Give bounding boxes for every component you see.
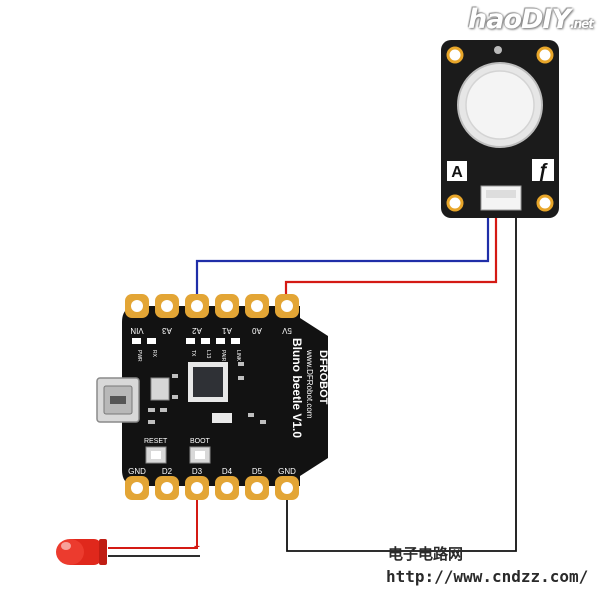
reset-label: RESET [144,438,168,445]
micro-usb-port [96,377,140,423]
wires [108,206,517,557]
pin-label-a3: A3 [162,326,172,335]
component [172,395,178,399]
site-watermark: 电子电路网 [388,545,464,563]
signal-wire [195,206,490,300]
component [238,376,244,380]
boot-label: BOOT [190,438,211,445]
top-pads [125,294,299,318]
pin-label-vin: VIN [130,326,144,335]
brand-letter: ƒ [538,161,549,182]
component [172,374,178,378]
bluno-beetle-board: VIN A3 A2 A1 A0 5V GND D2 D3 D4 D5 GND P… [96,294,329,500]
plus-sign: + [194,542,200,553]
board-title: Bluno beetle V1.0 [290,338,304,438]
led-link [231,338,240,344]
analog-badge [447,161,467,181]
led-label-pwr: PWR [136,350,142,362]
pin-label-5v: 5V [281,326,291,335]
pin-label-d4: D4 [222,467,233,476]
brand-name: DFROBOT [317,350,329,405]
brand-url: www.DFRobot.com [305,349,314,419]
pin-label-a0: A0 [252,326,262,335]
sensor-can-inner [465,70,535,140]
pin-label-a2: A2 [192,326,202,335]
led-rx [147,338,156,344]
pin-label-d5: D5 [252,467,263,476]
led-label-pair: PAIR [220,350,226,362]
boot-button [189,446,211,464]
component [148,408,155,412]
pad-d2 [155,476,179,500]
pin-label-gnd-right: GND [278,467,296,476]
led-tx [186,338,195,344]
pad-a3 [155,294,179,318]
mounting-hole [536,46,554,64]
mounting-hole [536,194,554,212]
pin-label-gnd-left: GND [128,467,146,476]
ble-module [212,413,232,423]
sensor-led [494,46,502,54]
component [148,420,155,424]
component [238,362,244,366]
mounting-hole [446,194,464,212]
bottom-pads [125,476,299,500]
pin-label-a1: A1 [222,326,232,335]
connector-slot [486,190,516,198]
pad-a2 [185,294,209,318]
led-label-link: LINK [235,350,241,362]
analog-letter: A [451,164,463,181]
reset-button [145,446,167,464]
bottom-pin-labels: GND D2 D3 D4 D5 GND [128,467,296,476]
pad-a1 [215,294,239,318]
led-pair [216,338,225,344]
pad-d4 [215,476,239,500]
led-highlight [61,542,71,550]
led-label-tx: TX [190,350,196,357]
pin-label-d2: D2 [162,467,173,476]
led-label-rx: RX [151,350,157,358]
component [248,413,254,417]
component [160,408,167,412]
pad-vin [125,294,149,318]
led-rim [99,539,107,565]
pad-gnd-right [275,476,299,500]
pad-d5 [245,476,269,500]
red-led: + [56,539,200,565]
board-branding: DFROBOT www.DFRobot.com Bluno beetle V1.… [290,338,329,438]
brand-badge [532,159,554,181]
url-watermark: http://www.cndzz.com/ [386,567,589,586]
pad-gnd-left [125,476,149,500]
pin-label-d3: D3 [192,467,203,476]
ground-wire [286,206,517,552]
haodiy-watermark: haoDIY.net [468,4,594,35]
led-anode-wire [108,488,198,549]
status-leds: PWR RX TX L13 PAIR LINK [132,338,241,362]
microcontroller-chip [188,362,228,402]
led-dome [56,539,84,565]
led-l13 [201,338,210,344]
pad-a0 [245,294,269,318]
top-pin-labels: VIN A3 A2 A1 A0 5V [130,326,292,335]
power-wire [284,206,498,300]
gas-sensor-module: A ƒ [441,40,559,218]
crystal [150,377,170,401]
led-label-l13: L13 [205,350,211,359]
pad-5v [275,294,299,318]
led-pwr [132,338,141,344]
mounting-hole [446,46,464,64]
component [260,420,266,424]
pad-d3 [185,476,209,500]
